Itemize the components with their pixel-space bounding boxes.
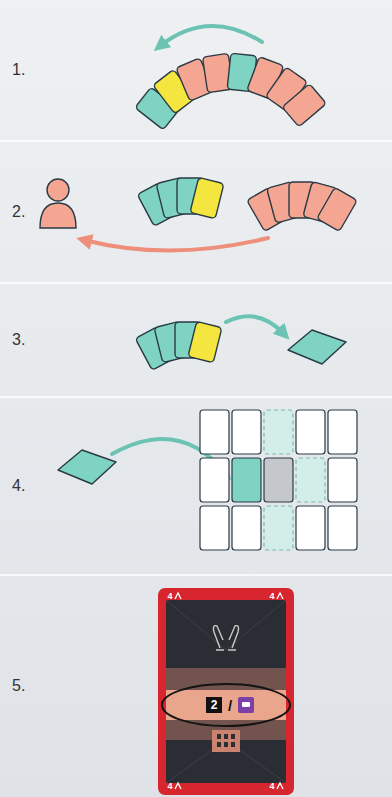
drawing-part: [231, 742, 235, 747]
drawing-part: [231, 734, 235, 739]
corner-value: 4: [269, 782, 274, 791]
drawing-part: [224, 734, 228, 739]
drawing-part: [217, 734, 221, 739]
drawing-part: [158, 588, 294, 795]
move-arrow: [160, 26, 262, 46]
card-shape: [190, 177, 224, 218]
card-fan: [137, 177, 224, 226]
card-fan: [247, 182, 358, 232]
grid-cell: [328, 506, 357, 550]
divider-line: [0, 140, 392, 142]
move-arrow: [226, 316, 284, 334]
drawing-part: [213, 626, 238, 648]
grid-cell: [232, 506, 261, 550]
corner-value: 4: [269, 592, 274, 601]
grid-cell: [200, 410, 229, 454]
move-arrow: [84, 238, 268, 251]
drawing-part: [224, 742, 228, 747]
divider-line: [0, 282, 392, 284]
game-card: [158, 588, 294, 795]
grid-cell: [200, 458, 229, 502]
drawing-part: [216, 649, 236, 650]
drawing-part: [175, 593, 181, 599]
drawing-part: [166, 668, 286, 740]
drawing-part: [277, 593, 283, 599]
corner-value: 4: [167, 592, 172, 601]
drawing-part: [212, 730, 240, 752]
grid-cell: [296, 458, 325, 502]
drawing-part: [213, 626, 238, 650]
step-number: 1.: [12, 62, 25, 78]
drawing-part: [277, 783, 283, 789]
grid-cell: [264, 410, 293, 454]
grid-cell: [296, 410, 325, 454]
drawing-part: [242, 702, 250, 707]
grid-cell: [232, 410, 261, 454]
drawing-part: [40, 203, 76, 228]
card-fan: [135, 53, 326, 130]
drawing-part: [238, 697, 254, 713]
played-card: [58, 450, 116, 484]
grid-cell: [264, 506, 293, 550]
corner-value: 4: [167, 782, 172, 791]
played-card: [288, 330, 346, 364]
card-shape: [188, 321, 222, 362]
step-number: 2.: [12, 204, 25, 220]
card-shape: [282, 84, 326, 127]
player-icon: [40, 179, 76, 228]
step-number: 3.: [12, 332, 25, 348]
drawing-part: [175, 783, 181, 789]
divider-line: [0, 574, 392, 576]
card-fan: [135, 321, 222, 370]
drawing-part: [166, 600, 286, 783]
drawing-part: [162, 684, 290, 726]
grid-cell: [200, 506, 229, 550]
drawing-part: [206, 697, 222, 713]
separator: /: [228, 698, 232, 713]
cost-number: 2: [211, 699, 218, 711]
grid-cell: [264, 458, 293, 502]
card-shape: [317, 187, 358, 231]
grid-cell: [296, 506, 325, 550]
step-number: 4.: [12, 478, 25, 494]
grid-cell: [328, 458, 357, 502]
drawing-part: [217, 742, 221, 747]
drawing-part: [166, 600, 286, 783]
divider-line: [0, 396, 392, 398]
grid-cell: [328, 410, 357, 454]
grid-cell: [232, 458, 261, 502]
drawing-part: [47, 179, 69, 201]
drawing-part: [166, 690, 286, 720]
step-number: 5.: [12, 678, 25, 694]
